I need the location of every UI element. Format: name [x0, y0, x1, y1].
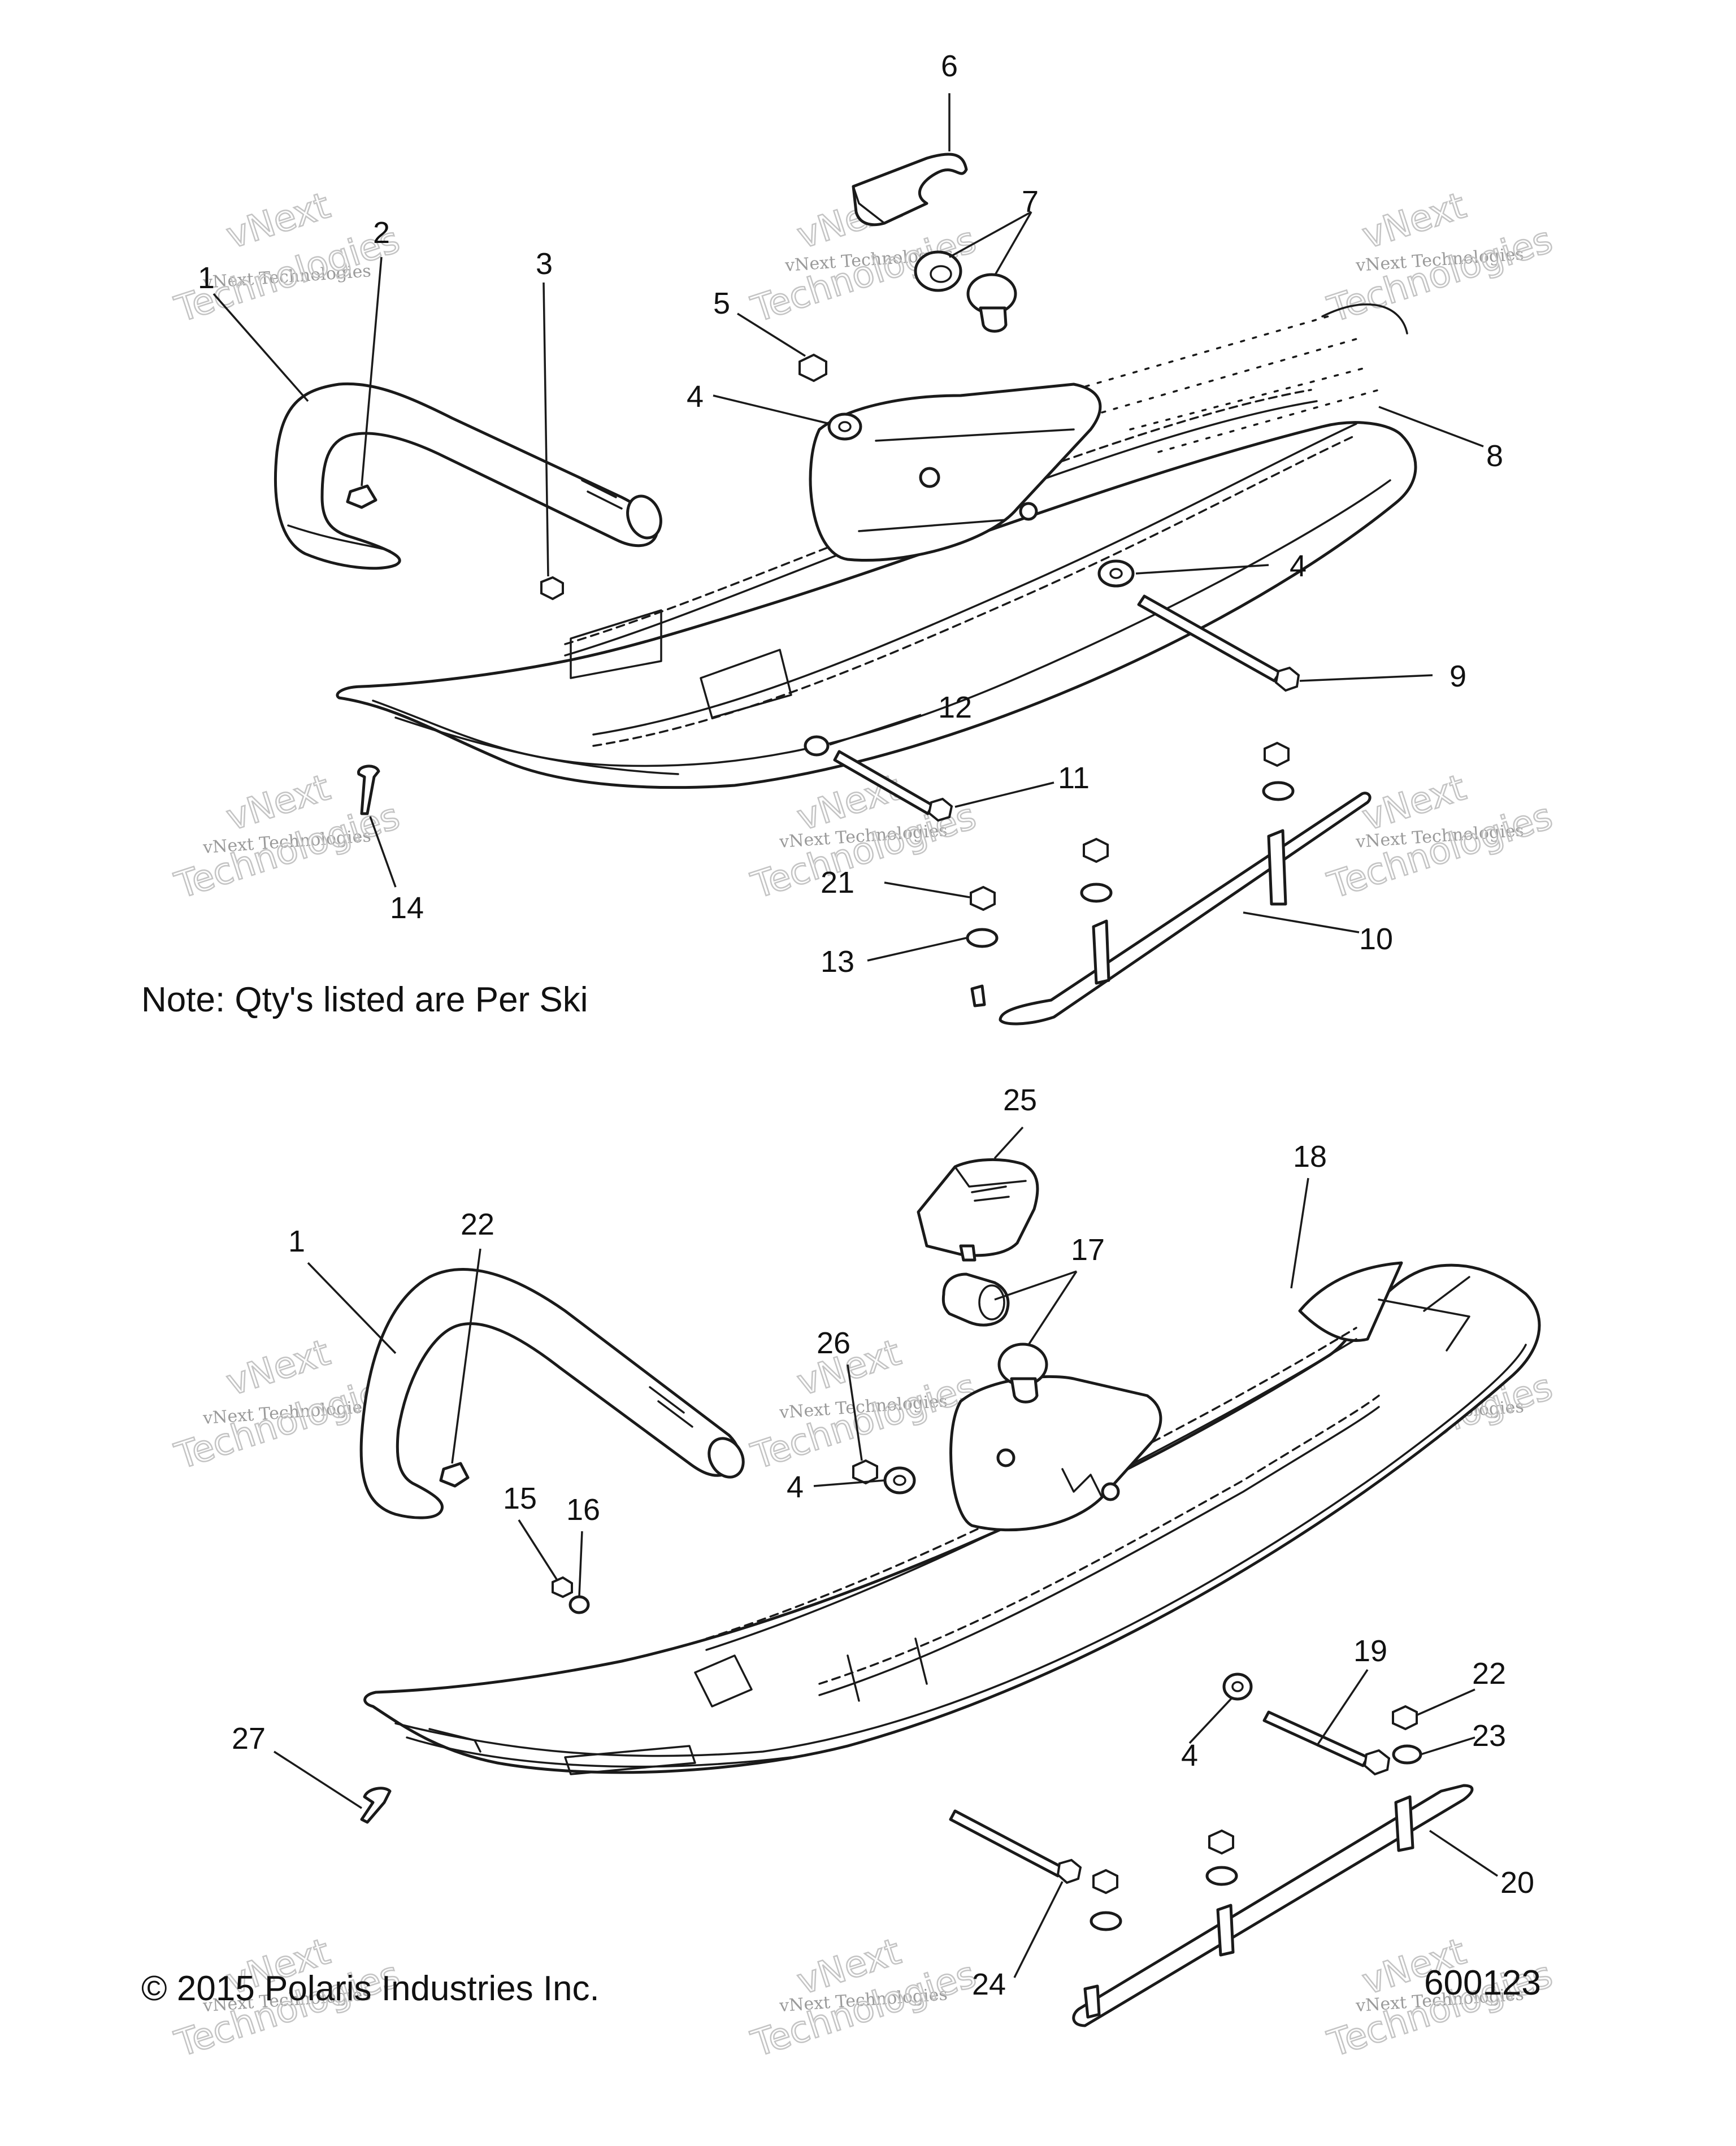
watermark: vNext vNext Technologies Technologies — [746, 1930, 982, 2066]
callout-6: 6 — [941, 49, 958, 83]
carbide-runner-lower — [1072, 1784, 1474, 2027]
washer-16 — [568, 1595, 590, 1614]
runner-nut-a — [1264, 741, 1290, 767]
washer-12 — [804, 735, 830, 757]
nut-22 — [1392, 1705, 1418, 1731]
bolt-11 — [833, 750, 953, 822]
runner-nut-b — [1083, 837, 1109, 863]
callout-19: 19 — [1353, 1634, 1387, 1668]
callout-24: 24 — [972, 1967, 1006, 2001]
upper-ski-assembly — [212, 93, 1484, 1026]
watermark: vNext vNext Technologies Technologies — [170, 184, 405, 332]
callout-11: 11 — [1058, 761, 1090, 795]
leader-lines-upper — [212, 93, 1484, 962]
bushing-7b — [966, 273, 1017, 333]
copyright-text: © 2015 Polaris Industries Inc. — [141, 1969, 600, 2008]
runner-washer-c — [1205, 1866, 1238, 1886]
bushing-17b — [997, 1343, 1048, 1404]
washer-4a — [827, 412, 862, 441]
bushing-17a — [941, 1272, 1010, 1327]
callout-3: 3 — [536, 247, 553, 281]
callout-13: 13 — [821, 945, 854, 979]
ski-loop-handle-upper — [274, 382, 662, 570]
callout-1: 1 — [288, 1224, 305, 1258]
leader-lines-lower — [274, 1126, 1498, 1978]
bolt-24 — [949, 1809, 1082, 1884]
saddle-upper — [852, 153, 968, 227]
callout-10: 10 — [1359, 922, 1393, 956]
watermark: vNext vNext Technologies Technologies — [746, 1331, 982, 1479]
callout-23: 23 — [1472, 1719, 1506, 1753]
washer-4c — [883, 1466, 916, 1495]
lower-ski-assembly — [274, 1126, 1541, 2027]
callout-22: 22 — [1472, 1657, 1506, 1691]
nut-5 — [798, 353, 827, 383]
washer-23 — [1392, 1744, 1422, 1765]
callout-21: 21 — [821, 866, 854, 900]
nut-21 — [970, 885, 996, 911]
watermark: vNext vNext Technologies Technologies — [1322, 184, 1558, 332]
nut-3 — [540, 576, 564, 601]
washer-13 — [966, 928, 999, 948]
stud-27 — [360, 1787, 392, 1824]
carbide-runner-upper — [970, 792, 1372, 1026]
callout-7: 7 — [1022, 185, 1039, 219]
callout-9: 9 — [1449, 659, 1466, 693]
callout-26: 26 — [817, 1326, 850, 1360]
ski-body-upper — [336, 303, 1417, 789]
diagram-id: 600123 — [1424, 1963, 1541, 2002]
callout-22: 22 — [461, 1207, 494, 1241]
callout-8: 8 — [1486, 439, 1503, 473]
nut-26 — [852, 1459, 878, 1485]
callout-16: 16 — [566, 1493, 600, 1527]
callout-18: 18 — [1293, 1140, 1327, 1174]
svg-text:vNext: vNext — [1357, 185, 1471, 257]
qty-note: Note: Qty's listed are Per Ski — [141, 980, 588, 1019]
callout-15: 15 — [503, 1482, 537, 1515]
stud-14 — [357, 764, 380, 815]
nut-15 — [552, 1576, 573, 1598]
bushing-7a — [914, 250, 962, 292]
callout-1: 1 — [198, 261, 215, 295]
ski-studs — [1073, 315, 1380, 453]
callout-14: 14 — [390, 891, 424, 925]
callout-27: 27 — [232, 1722, 266, 1756]
washer-4d — [1222, 1673, 1253, 1701]
callout-20: 20 — [1500, 1866, 1534, 1900]
callout-2: 2 — [373, 216, 390, 250]
callout-12: 12 — [938, 690, 972, 724]
washer-4b — [1097, 559, 1135, 588]
handle-insert-lower — [439, 1462, 470, 1488]
runner-washer-d — [1090, 1911, 1122, 1931]
callout-4: 4 — [1290, 549, 1307, 583]
watermark: vNext vNext Technologies Technologies — [1322, 766, 1558, 908]
ski-body-lower — [363, 1261, 1541, 1775]
bolt-19 — [1262, 1710, 1391, 1776]
handle-insert-upper — [346, 484, 377, 509]
callout-5: 5 — [713, 286, 730, 320]
runner-washer-b — [1080, 883, 1113, 903]
runner-nut-c — [1208, 1829, 1234, 1855]
callout-labels: 1 2 3 6 7 5 4 8 4 9 12 11 21 13 10 14 1 … — [198, 49, 1534, 2001]
callout-4: 4 — [1181, 1739, 1198, 1773]
runner-nut-d — [1092, 1869, 1118, 1895]
watermark: vNext vNext Technologies Technologies — [746, 766, 982, 908]
callout-4: 4 — [687, 380, 704, 414]
ski-loop-handle-lower — [359, 1268, 745, 1519]
saddle-lower — [917, 1158, 1039, 1262]
callout-17: 17 — [1071, 1233, 1105, 1267]
callout-25: 25 — [1003, 1083, 1037, 1117]
callout-4: 4 — [787, 1470, 804, 1504]
runner-washer-a — [1262, 781, 1295, 801]
bolt-9 — [1137, 594, 1300, 692]
